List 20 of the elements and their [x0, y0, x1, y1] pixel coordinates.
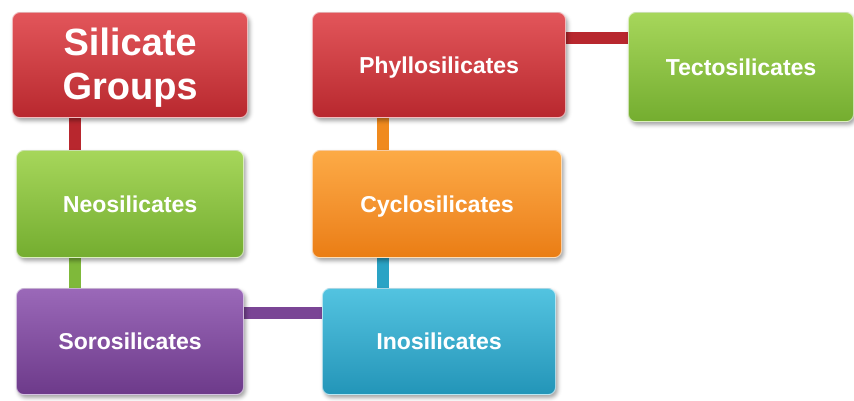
connector-bar	[69, 258, 81, 288]
rounded-box	[628, 12, 854, 122]
box-label: Sorosilicates	[57, 327, 203, 356]
rounded-box	[16, 288, 244, 395]
connector-bar	[69, 118, 81, 150]
box-label: Neosilicates	[62, 190, 198, 218]
box-label: Inosilicates	[375, 327, 503, 356]
connector-bar	[377, 258, 389, 288]
rounded-box	[12, 12, 248, 118]
box-label: Cyclosilicates	[359, 190, 515, 218]
rounded-box	[16, 150, 244, 258]
box-label: Silicate Groups	[61, 21, 199, 109]
rounded-box	[322, 288, 556, 395]
rounded-box	[312, 12, 566, 118]
rounded-box	[312, 150, 562, 258]
connector-bar	[244, 307, 322, 319]
connector-bar	[566, 32, 628, 44]
box-label: Phyllosilicates	[358, 50, 520, 80]
connector-bar	[377, 118, 389, 150]
box-label: Tectosilicates	[664, 52, 818, 82]
